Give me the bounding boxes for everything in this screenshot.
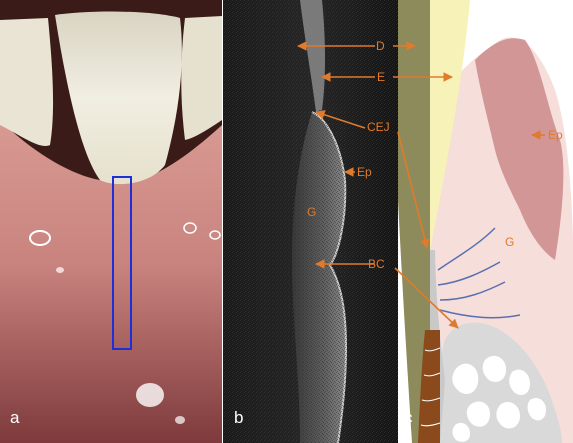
- photo-highlight: [175, 416, 185, 424]
- panel-c: c: [398, 0, 573, 443]
- label-gingiva-c: G: [505, 235, 514, 249]
- label-cej: CEJ: [367, 120, 390, 134]
- panel-b: b: [223, 0, 398, 443]
- oct-tissue-noise: [292, 110, 348, 443]
- label-dentin: D: [376, 39, 385, 53]
- label-epithelium-c: Ep: [548, 128, 563, 142]
- label-bone-crest: BC: [368, 257, 385, 271]
- label-gingiva-b: G: [307, 205, 316, 219]
- panel-a: a: [0, 0, 222, 443]
- panel-a-label: a: [10, 408, 20, 427]
- panel-c-label: c: [404, 408, 413, 427]
- panel-b-label: b: [234, 408, 243, 427]
- label-epithelium-b: Ep: [357, 165, 372, 179]
- right-tooth: [181, 16, 222, 140]
- label-enamel: E: [377, 70, 385, 84]
- photo-highlight: [136, 383, 164, 407]
- photo-highlight: [56, 267, 64, 273]
- left-tooth: [0, 18, 53, 146]
